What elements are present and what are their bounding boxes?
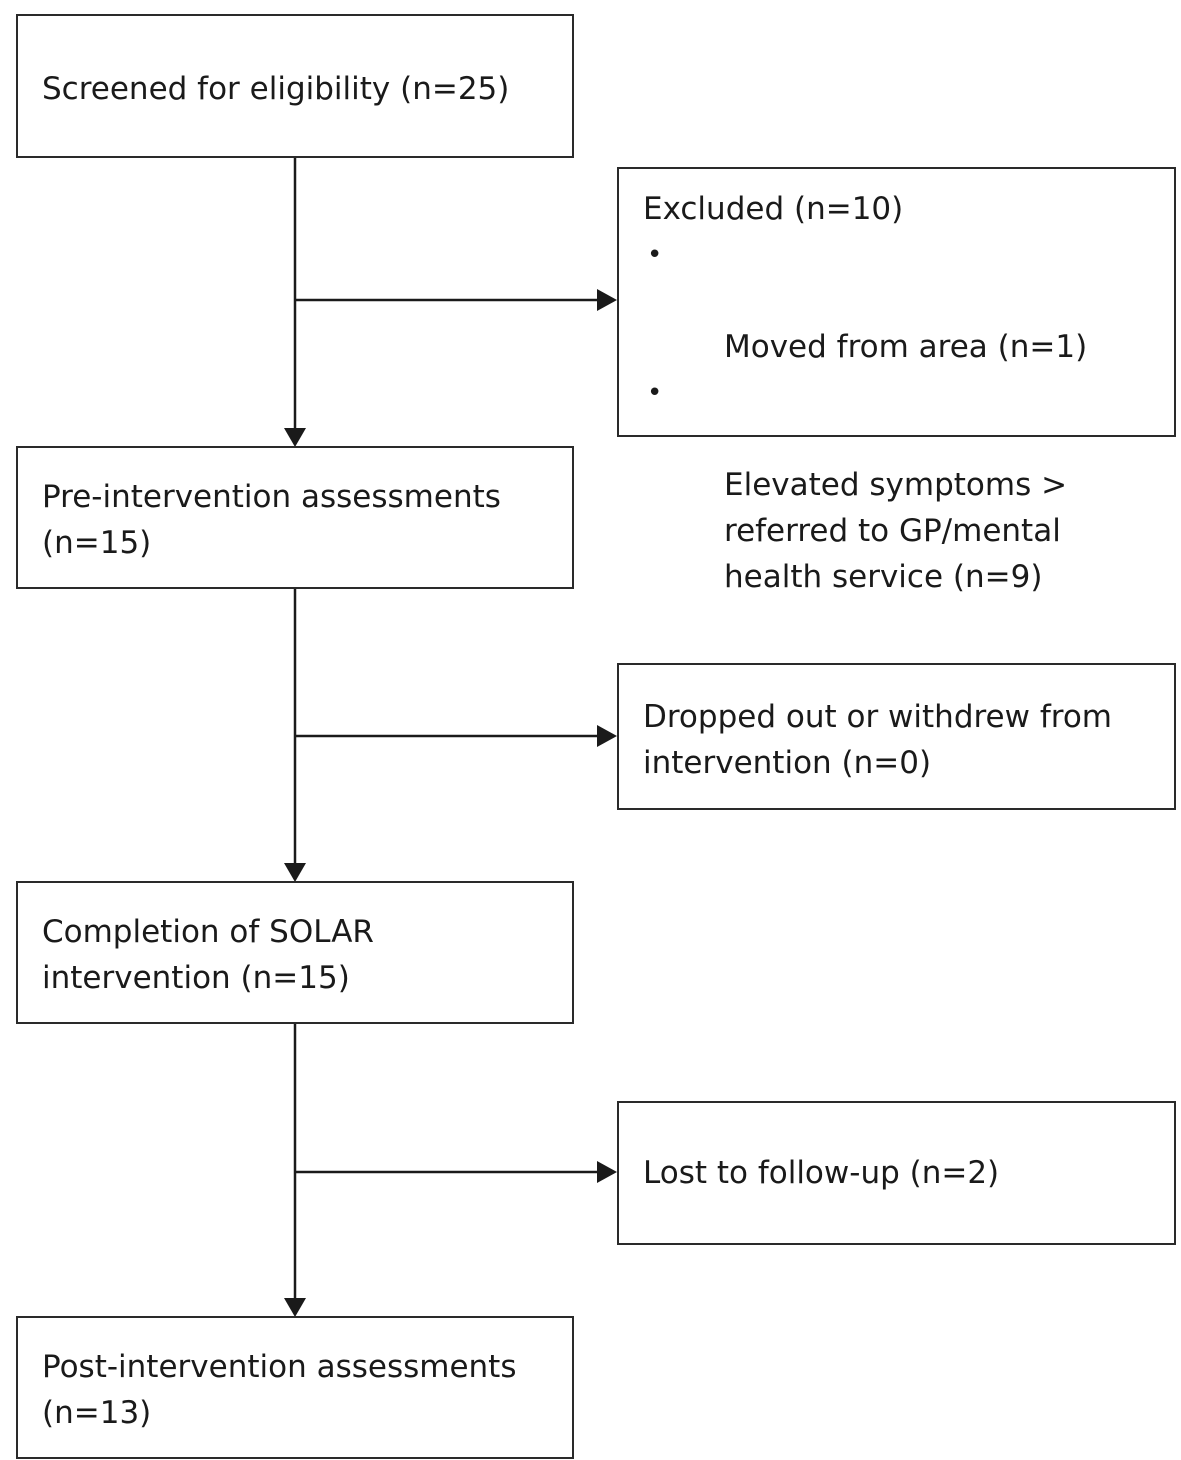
dropped-out-box: Dropped out or withdrew from interventio… xyxy=(617,663,1176,810)
excluded-reason-text: Moved from area (n=1) xyxy=(724,329,1088,365)
arrowhead-right-1 xyxy=(597,289,617,311)
post-intervention-text: Post-intervention assessments (n=13) xyxy=(42,1349,517,1431)
pre-intervention-text: Pre-intervention assessments (n=15) xyxy=(42,479,501,561)
arrowhead-down-3 xyxy=(284,1298,306,1317)
arrowhead-right-2 xyxy=(597,725,617,747)
excluded-reason-text: Elevated symptoms > referred to GP/menta… xyxy=(724,467,1068,595)
screened-box: Screened for eligibility (n=25) xyxy=(16,14,574,158)
bullet-icon: • xyxy=(647,378,663,408)
excluded-reason-item: • Elevated symptoms > referred to GP/men… xyxy=(643,370,1154,600)
pre-intervention-box: Pre-intervention assessments (n=15) xyxy=(16,446,574,589)
bullet-icon: • xyxy=(647,240,663,270)
excluded-box: Excluded (n=10) • Moved from area (n=1) … xyxy=(617,167,1176,595)
lost-to-follow-up-box: Lost to follow-up (n=2) xyxy=(617,1101,1176,1245)
post-intervention-box: Post-intervention assessments (n=13) xyxy=(16,1316,574,1459)
arrowhead-down-1 xyxy=(284,428,306,447)
dropped-out-text: Dropped out or withdrew from interventio… xyxy=(643,699,1112,781)
completion-text: Completion of SOLAR intervention (n=15) xyxy=(42,914,374,996)
lost-to-follow-up-text: Lost to follow-up (n=2) xyxy=(643,1155,1000,1191)
excluded-reasons-list: • Moved from area (n=1) • Elevated sympt… xyxy=(643,232,1154,600)
excluded-reason-item: • Moved from area (n=1) xyxy=(643,232,1154,370)
completion-box: Completion of SOLAR intervention (n=15) xyxy=(16,881,574,1024)
excluded-heading: Excluded (n=10) xyxy=(643,191,904,227)
arrowhead-right-3 xyxy=(597,1161,617,1183)
arrowhead-down-2 xyxy=(284,863,306,882)
screened-text: Screened for eligibility (n=25) xyxy=(42,71,510,107)
